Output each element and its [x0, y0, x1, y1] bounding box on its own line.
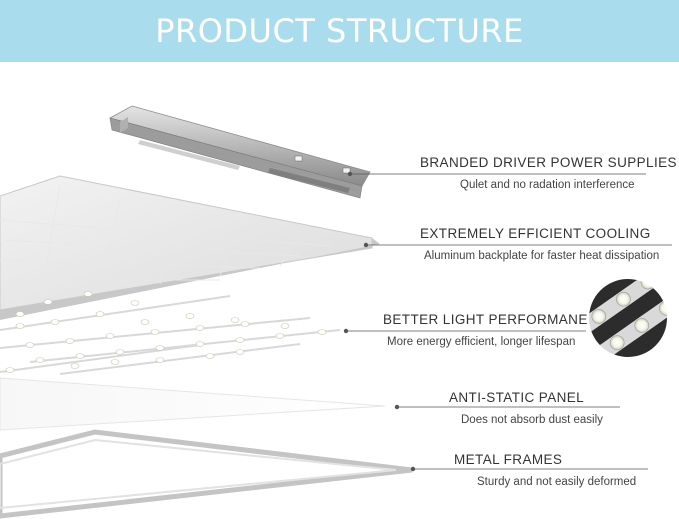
feature-description: Sturdy and not easily deformed [477, 476, 637, 488]
feature-anti-static-panel: ANTI-STATIC PANEL Does not absorb dust e… [449, 390, 603, 426]
feature-title: METAL FRAMES [454, 452, 563, 467]
feature-title: BETTER LIGHT PERFORMANE [383, 312, 588, 327]
feature-driver-power: BRANDED DRIVER POWER SUPPLIES Qulet and … [420, 155, 677, 191]
feature-cooling: EXTREMELY EFFICIENT COOLING Aluminum bac… [420, 226, 659, 262]
metal-frame [0, 429, 413, 519]
feature-description: Aluminum backplate for faster heat dissi… [424, 250, 660, 262]
led-chips [5, 291, 327, 373]
feature-title: ANTI-STATIC PANEL [449, 390, 585, 405]
feature-metal-frames: METAL FRAMES Sturdy and not easily defor… [454, 452, 636, 488]
driver-power-supply [108, 105, 371, 199]
feature-title: EXTREMELY EFFICIENT COOLING [420, 226, 651, 241]
aluminum-backplate [0, 175, 380, 320]
header-banner: PRODUCT STRUCTURE [0, 0, 679, 62]
product-exploded-illustration [0, 105, 672, 519]
feature-description: Qulet and no radation interference [460, 179, 635, 191]
feature-title: BRANDED DRIVER POWER SUPPLIES [420, 155, 677, 170]
anti-static-panel [0, 377, 386, 431]
page-title: PRODUCT STRUCTURE [155, 12, 524, 50]
feature-description: More energy efficient, longer lifespan [387, 336, 576, 348]
feature-description: Does not absorb dust easily [461, 414, 603, 426]
leader-lines [343, 171, 672, 472]
feature-light-performance: BETTER LIGHT PERFORMANE More energy effi… [383, 312, 588, 348]
